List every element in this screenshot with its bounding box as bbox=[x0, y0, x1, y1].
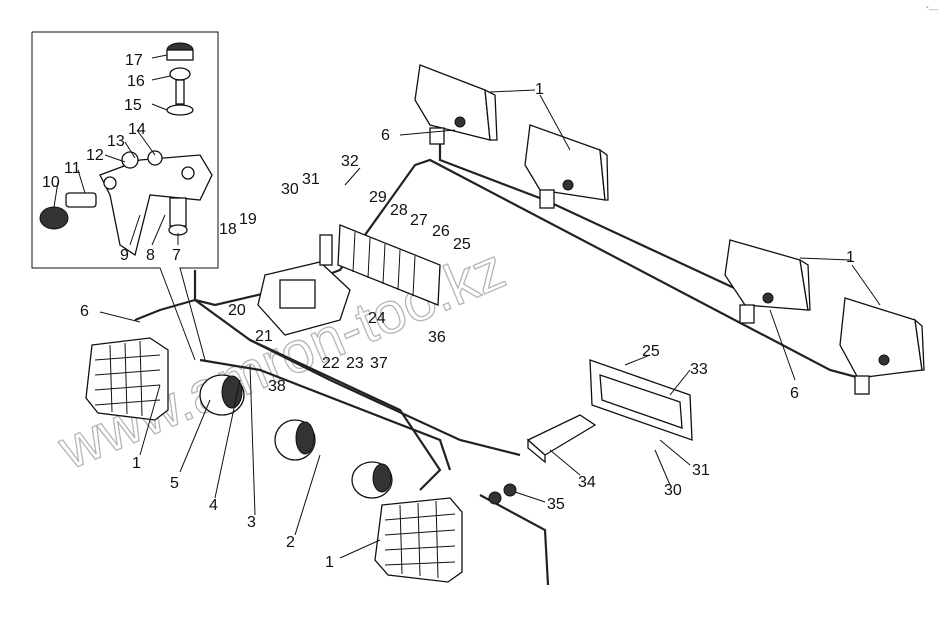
callout-23: 23 bbox=[346, 355, 364, 372]
grommets bbox=[488, 483, 517, 505]
callout-25-top: 25 bbox=[453, 236, 471, 253]
callout-1-top: 1 bbox=[535, 81, 544, 98]
inset-bracket-assembly bbox=[39, 42, 213, 257]
callout-25-bottom: 25 bbox=[642, 343, 660, 360]
callout-1-left: 1 bbox=[132, 455, 141, 472]
callout-28: 28 bbox=[390, 202, 408, 219]
callout-10: 10 bbox=[42, 174, 60, 191]
callout-29: 29 bbox=[369, 189, 387, 206]
callout-19: 19 bbox=[239, 211, 257, 228]
work-lamp-far-right bbox=[839, 297, 925, 395]
round-lamp-middle bbox=[274, 419, 316, 461]
callout-8: 8 bbox=[146, 247, 155, 264]
inset-leader-lines bbox=[53, 54, 179, 246]
callout-11: 11 bbox=[64, 160, 81, 177]
callout-27: 27 bbox=[410, 212, 428, 229]
callout-9: 9 bbox=[120, 247, 129, 264]
work-lamp-top-left bbox=[414, 64, 498, 145]
callout-16: 16 bbox=[127, 73, 145, 90]
round-lamp-left bbox=[199, 374, 245, 416]
callout-2: 2 bbox=[286, 534, 295, 551]
switch-panel bbox=[589, 359, 693, 441]
callout-3: 3 bbox=[247, 514, 256, 531]
callout-30-bottom: 30 bbox=[664, 482, 682, 499]
work-lamp-top-right bbox=[524, 124, 609, 209]
callout-38: 38 bbox=[268, 378, 286, 395]
grille-lamp-bottom bbox=[374, 497, 463, 583]
callout-6-right: 6 bbox=[790, 385, 799, 402]
callout-14: 14 bbox=[128, 121, 146, 138]
callout-6-top: 6 bbox=[381, 127, 390, 144]
callout-34: 34 bbox=[578, 474, 596, 491]
callout-1-right: 1 bbox=[846, 249, 855, 266]
round-lamp-right bbox=[351, 461, 393, 499]
callout-32: 32 bbox=[341, 153, 359, 170]
callout-22: 22 bbox=[322, 355, 340, 372]
leader-lines bbox=[99, 89, 881, 559]
callout-1-bottom: 1 bbox=[325, 554, 334, 571]
callout-31-bottom: 31 bbox=[692, 462, 710, 479]
callout-26: 26 bbox=[432, 223, 450, 240]
callout-31-top: 31 bbox=[302, 171, 320, 188]
callout-18: 18 bbox=[219, 221, 237, 238]
callout-7: 7 bbox=[172, 247, 181, 264]
grille-lamp-left bbox=[85, 337, 169, 421]
callout-37: 37 bbox=[370, 355, 388, 372]
work-lamp-mid-right bbox=[724, 239, 811, 324]
inset-detail-frame bbox=[31, 31, 219, 361]
callout-6-left: 6 bbox=[80, 303, 89, 320]
callout-36: 36 bbox=[428, 329, 446, 346]
callout-21: 21 bbox=[255, 328, 273, 345]
relay-unit bbox=[257, 261, 351, 336]
callout-12: 12 bbox=[86, 147, 104, 164]
wiring-harness bbox=[134, 140, 861, 586]
callout-17: 17 bbox=[125, 52, 143, 69]
connector-block bbox=[526, 414, 597, 464]
corner-mark: ᐩ— bbox=[925, 4, 938, 14]
callout-labels: 17 16 15 14 13 12 11 10 9 8 7 1 6 32 31 … bbox=[42, 52, 855, 571]
callout-20: 20 bbox=[228, 302, 246, 319]
callout-15: 15 bbox=[124, 97, 142, 114]
callout-13: 13 bbox=[107, 133, 125, 150]
callout-35: 35 bbox=[547, 496, 565, 513]
fuse-block bbox=[319, 224, 441, 306]
callout-24: 24 bbox=[368, 310, 386, 327]
callout-30-top: 30 bbox=[281, 181, 299, 198]
callout-4: 4 bbox=[209, 497, 218, 514]
callout-5: 5 bbox=[170, 475, 179, 492]
callout-33: 33 bbox=[690, 361, 708, 378]
